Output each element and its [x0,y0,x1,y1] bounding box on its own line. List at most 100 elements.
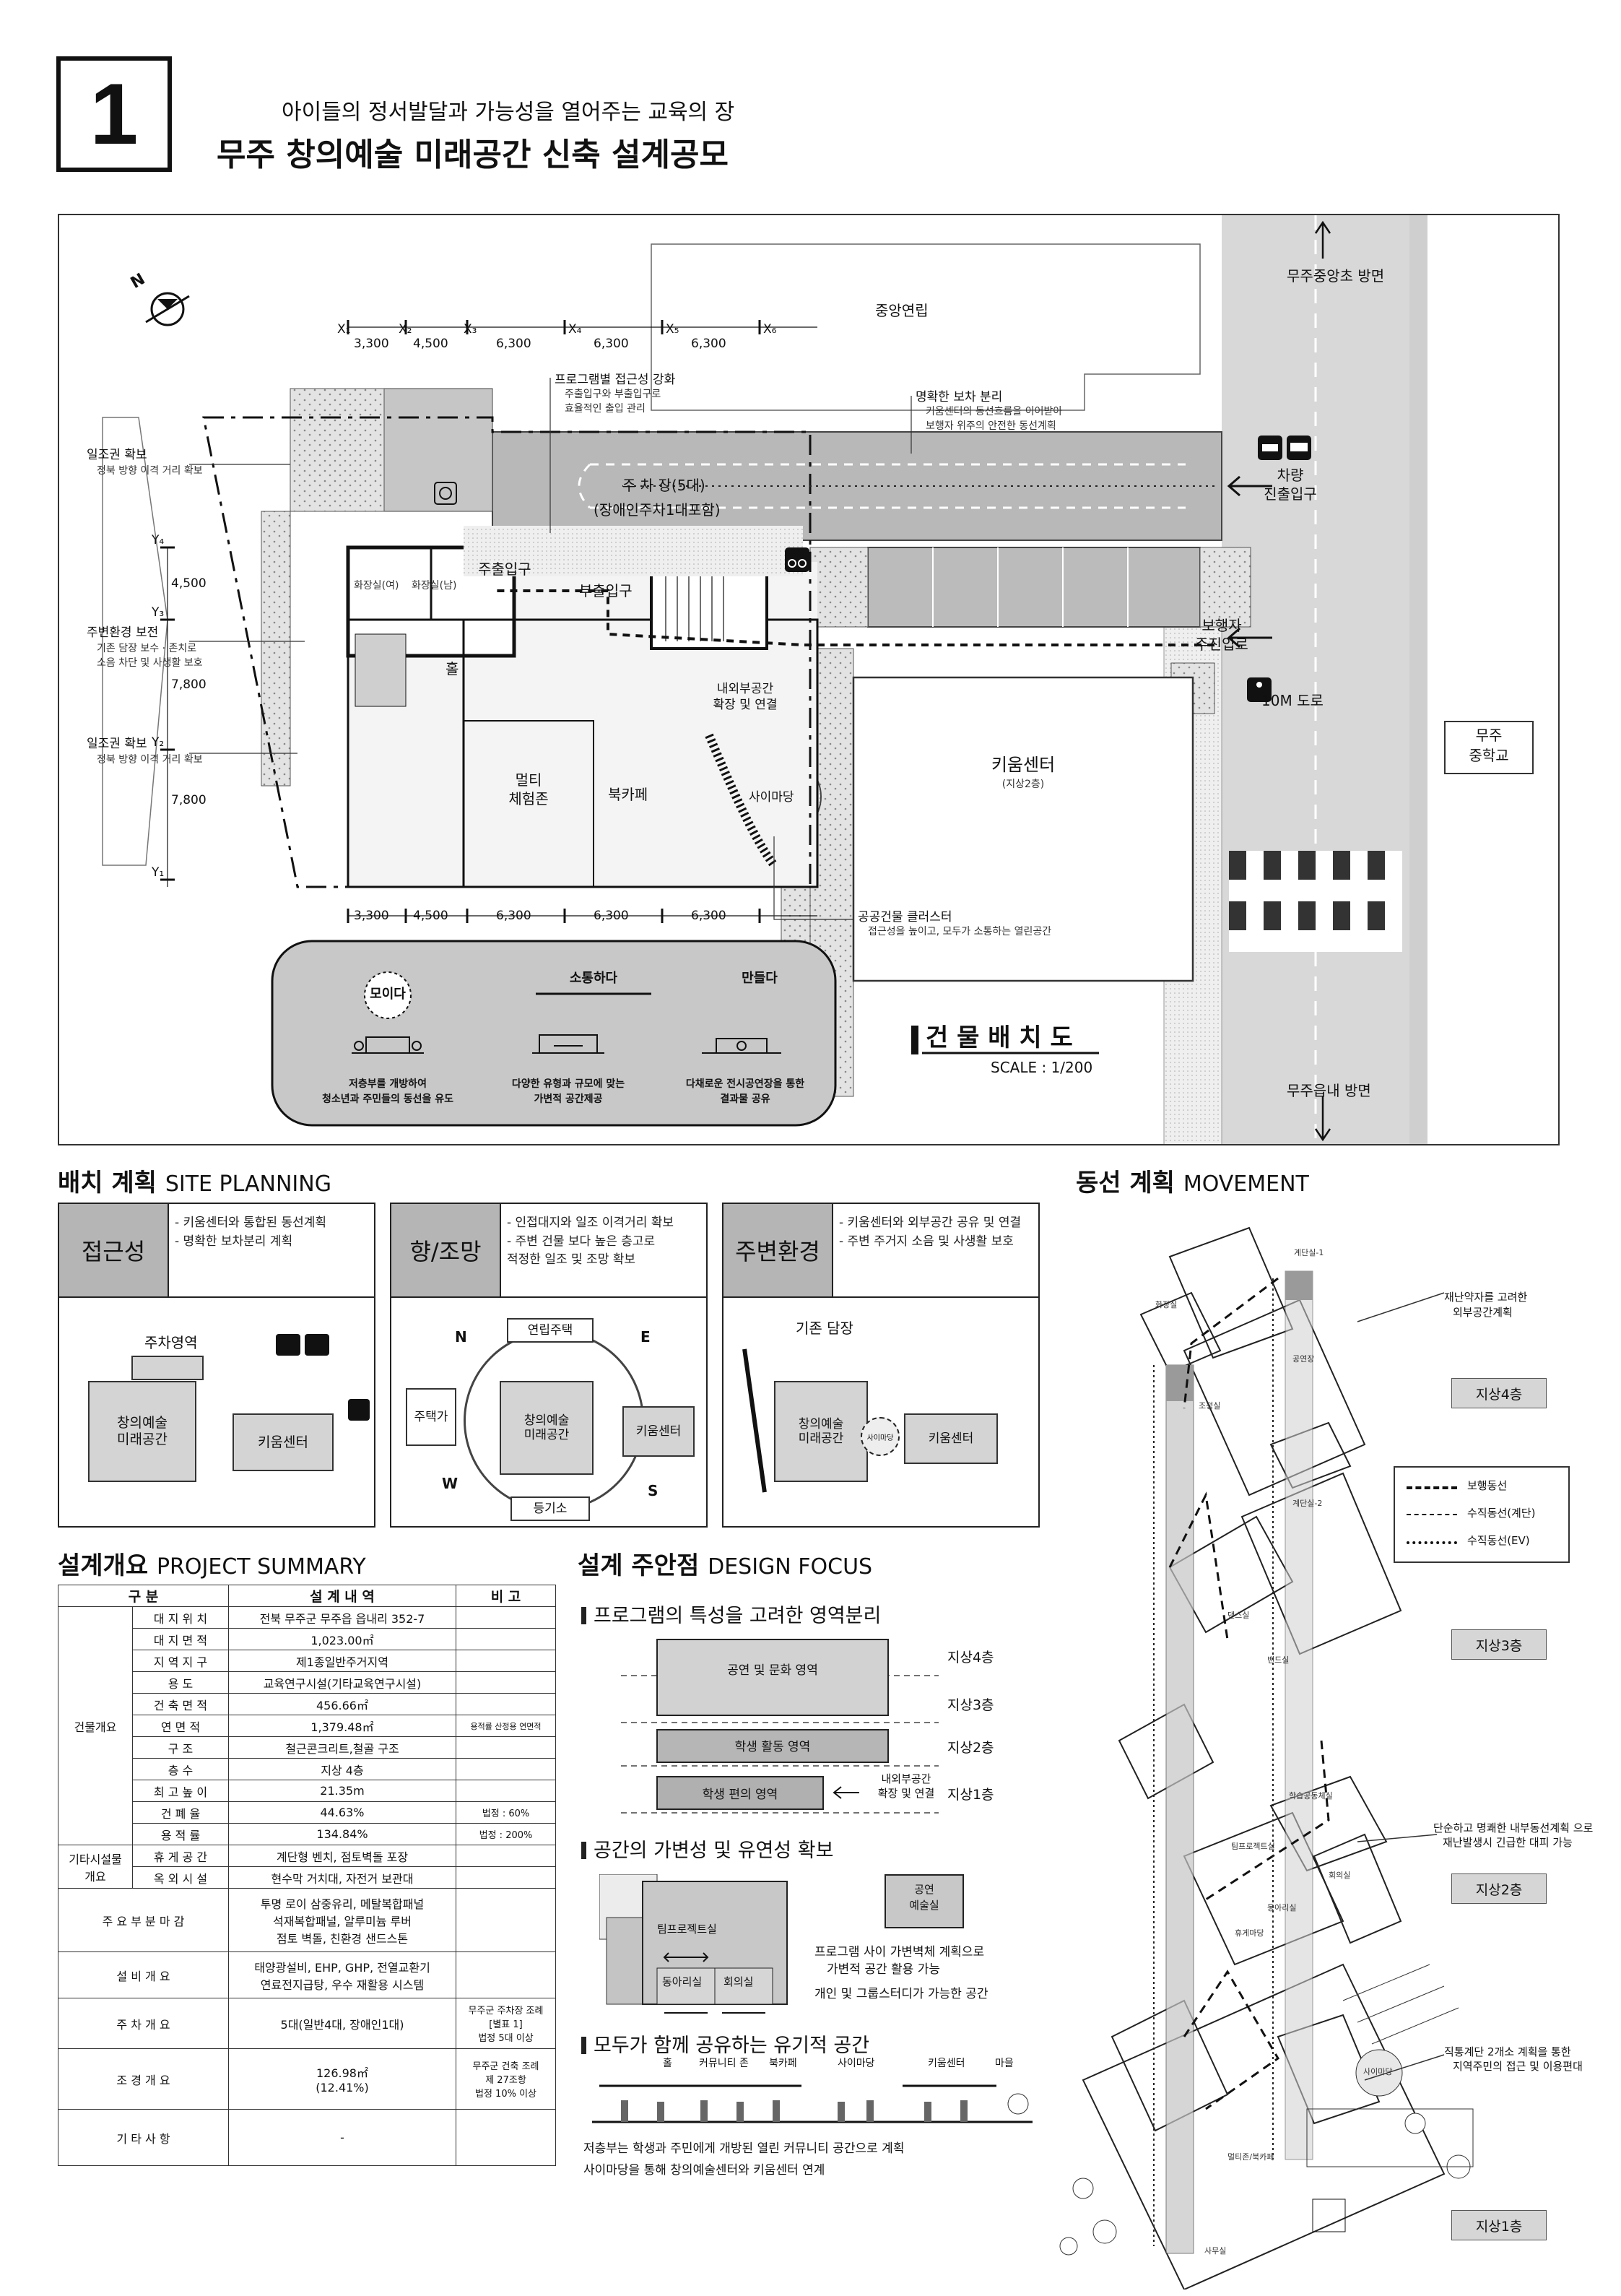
car-icon [276,1334,300,1356]
note-sun1-title: 일조권 확보 [87,448,147,462]
dim-bottom-4: 6,300 [594,909,629,923]
sub-entry-label: 부출입구 [579,582,633,599]
parking-sub-label: (장애인주차1대포함) [594,501,721,519]
room-band: 밴드실 [1267,1655,1290,1665]
note-sun2-body: 정북 방향 이격 거리 확보 [97,754,203,766]
perf-label-2: 예술실 [909,1899,939,1912]
room-wc: 화장실 [1155,1300,1178,1309]
th-category: 구 분 [58,1585,229,1607]
concept-desc-3b: 결과물 공유 [720,1093,770,1105]
dim-top-5: 6,300 [691,337,726,351]
zone-diagram [621,1639,939,1814]
parking-label: 주 차 장(5대) [622,477,705,494]
road-south-label: 무주읍내 방면 [1287,1082,1371,1099]
table-row: 구 조 [132,1736,229,1759]
concept-desc-2b: 가변적 공간제공 [534,1093,603,1105]
floor-2-label: 지상2층 [1451,1873,1547,1904]
room-multi: 멀티존/북카페 [1227,2152,1274,2162]
grid-x2: X₂ [399,322,412,337]
move-note-3a: 직통계단 2개소 계획을 통한 [1444,2045,1571,2058]
dim-top-2: 4,500 [413,337,448,351]
grid-y3: Y₃ [152,605,165,620]
flex-room-team: 팀프로젝트실 [657,1923,717,1936]
concept-box [271,940,837,1127]
floor-3-label: 지상3층 [1451,1629,1547,1660]
tag-access: 접근성 [59,1204,169,1296]
table-row: 기 타 사 항 [58,2109,229,2166]
table-row: 설 비 개 요 [58,1951,229,1998]
panel-orientation: 향/조망 - 인접대지와 일조 이격거리 확보- 주변 건물 보다 높은 층고로… [390,1203,708,1528]
floor-4-label: 지상4층 [1451,1378,1547,1408]
main-entry-label: 주출입구 [478,560,531,578]
dim-left-3: 7,800 [171,793,207,807]
room-court: 사이마당 [1363,2067,1393,2076]
grid-x3: X₃ [464,322,477,337]
zone-connect-2: 확장 및 연결 [877,1787,935,1800]
zone-2: 학생 활동 영역 [734,1740,811,1754]
th-note: 비 고 [456,1585,556,1607]
room-team: 팀프로젝트실 [1231,1842,1275,1851]
page-subtitle: 아이들의 정서발달과 가능성을 열어주는 교육의 장 [282,100,735,125]
note-env-body-2: 소음 차단 및 사생활 보호 [97,657,203,669]
multi-label-1: 멀티 [515,771,542,789]
accessible-parking-icon [434,482,457,505]
table-row: 지 역 지 구 [132,1650,229,1672]
move-note-3b: 지역주민의 접근 및 이용편대 [1453,2060,1583,2073]
school-box: 무주 중학교 [1444,721,1534,774]
apartment-label: 중앙연립 [875,302,929,319]
grid-x6: X₆ [763,322,777,337]
room-control: 조정실 [1199,1401,1221,1411]
table-row: 건 축 면 적 [132,1693,229,1715]
table-row: 용 적 률 [132,1823,229,1845]
zone-1: 공연 및 문화 영역 [727,1663,818,1678]
section-diagram [592,2084,1033,2123]
perf-box: 공연 예술실 [885,1874,964,1928]
wc-male-label: 화장실(남) [412,580,457,592]
saimadang-label: 사이마당 [749,790,794,805]
sec-label-hall: 홀 [663,2058,672,2069]
grid-y2: Y₂ [152,735,165,750]
table-row: 대 지 면 적 [132,1628,229,1650]
group-building: 건물개요 [58,1606,133,1845]
dir-e: E [640,1328,651,1346]
road-north-label: 무주중앙초 방면 [1287,267,1385,285]
sec-label-village: 마을 [995,2058,1014,2069]
dim-top-3: 6,300 [496,337,531,351]
zone-floor-1: 지상1층 [947,1787,994,1803]
note-walk-body-1: 키움센터의 동선흐름을 이어받아 [926,406,1063,417]
note-program-title: 프로그램별 접근성 강화 [555,373,676,387]
wall-label: 기존 담장 [796,1320,853,1337]
focus-title-2: 공간의 가변성 및 유연성 확보 [581,1834,833,1863]
room-stair1-a: 계단실-1 [1294,1248,1324,1257]
room-rest: 휴게마당 [1235,1928,1264,1938]
note-cluster-body: 접근성을 높이고, 모두가 소통하는 열린공간 [868,926,1052,937]
orient-top: 연립주택 [507,1318,594,1343]
site-plan: X₁ X₂ X₃ X₄ X₅ X₆ 3,300 4,500 6,300 6,30… [58,214,1560,1145]
dim-left-1: 4,500 [171,576,207,591]
move-note-2a: 단순하고 명쾌한 내부동선계획 으로 [1433,1821,1594,1834]
room-study: 학습공동체실 [1289,1791,1333,1801]
kium-center-footprint [852,676,1194,982]
ped-entry-label-1: 보행자 [1201,617,1242,634]
table-row: 연 면 적 [132,1715,229,1737]
concept-desc-3a: 다채로운 전시공연장을 통한 [685,1078,805,1090]
car-entry-label-2: 진출입구 [1264,485,1317,503]
legend-ev: 수직동선(EV) [1467,1534,1530,1547]
connect-label-1: 내외부공간 [716,682,774,696]
dir-s: S [648,1482,659,1499]
concept-verb-2: 소통하다 [569,971,618,986]
movement-legend: 보행동선 수직동선(계단) 수직동선(EV) [1394,1466,1570,1563]
table-row: 대 지 위 치 [132,1606,229,1629]
orient-bottom: 등기소 [510,1496,590,1521]
note-program-body-2: 효율적인 출입 관리 [565,403,646,415]
school-label-2: 중학교 [1469,747,1509,764]
th-detail: 설 계 내 역 [228,1585,456,1607]
dir-n: N [455,1328,467,1346]
site-plan-drawing [102,215,1427,1144]
flex-room-meeting: 회의실 [723,1975,754,1988]
zone-3: 학생 편의 영역 [702,1788,778,1802]
kium-box-1: 키움센터 [232,1413,334,1471]
table-row: 층 수 [132,1758,229,1780]
concept-verb-3: 만들다 [742,971,778,986]
